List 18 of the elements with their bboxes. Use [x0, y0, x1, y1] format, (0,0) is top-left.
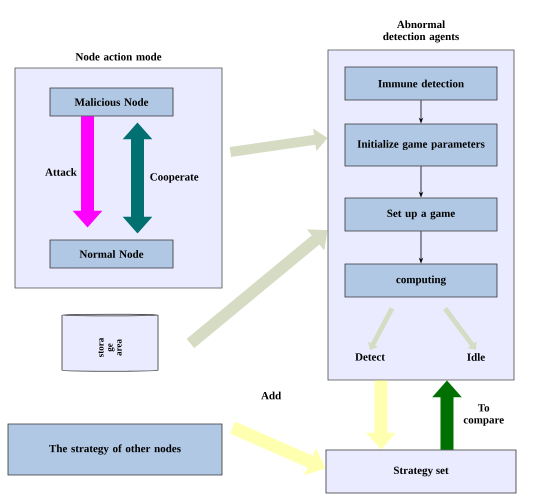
node-label: Node action mode: [76, 52, 162, 60]
edge-label: Attack: [45, 168, 77, 176]
process-box: Initialize game parameters: [344, 124, 498, 166]
result-label: Detect: [355, 353, 385, 361]
edge-label: Add: [261, 392, 282, 400]
edge-label: Cooperate: [150, 173, 198, 183]
block-arrow: [443, 306, 477, 350]
process-box: Set up a game: [344, 198, 498, 232]
result-label: Idle: [467, 353, 485, 361]
process-box: Strategy set: [326, 450, 516, 494]
process-box: Immune detection: [344, 66, 498, 100]
storage-cylinder: stora ge area: [62, 314, 158, 372]
process-box: computing: [344, 264, 498, 298]
process-box: Normal Node: [50, 240, 174, 268]
edge-label: To compare: [464, 404, 504, 426]
node-label: Abnormal detection agents: [383, 20, 459, 42]
process-box: The strategy of other nodes: [8, 424, 222, 476]
process-box: Malicious Node: [50, 88, 174, 116]
